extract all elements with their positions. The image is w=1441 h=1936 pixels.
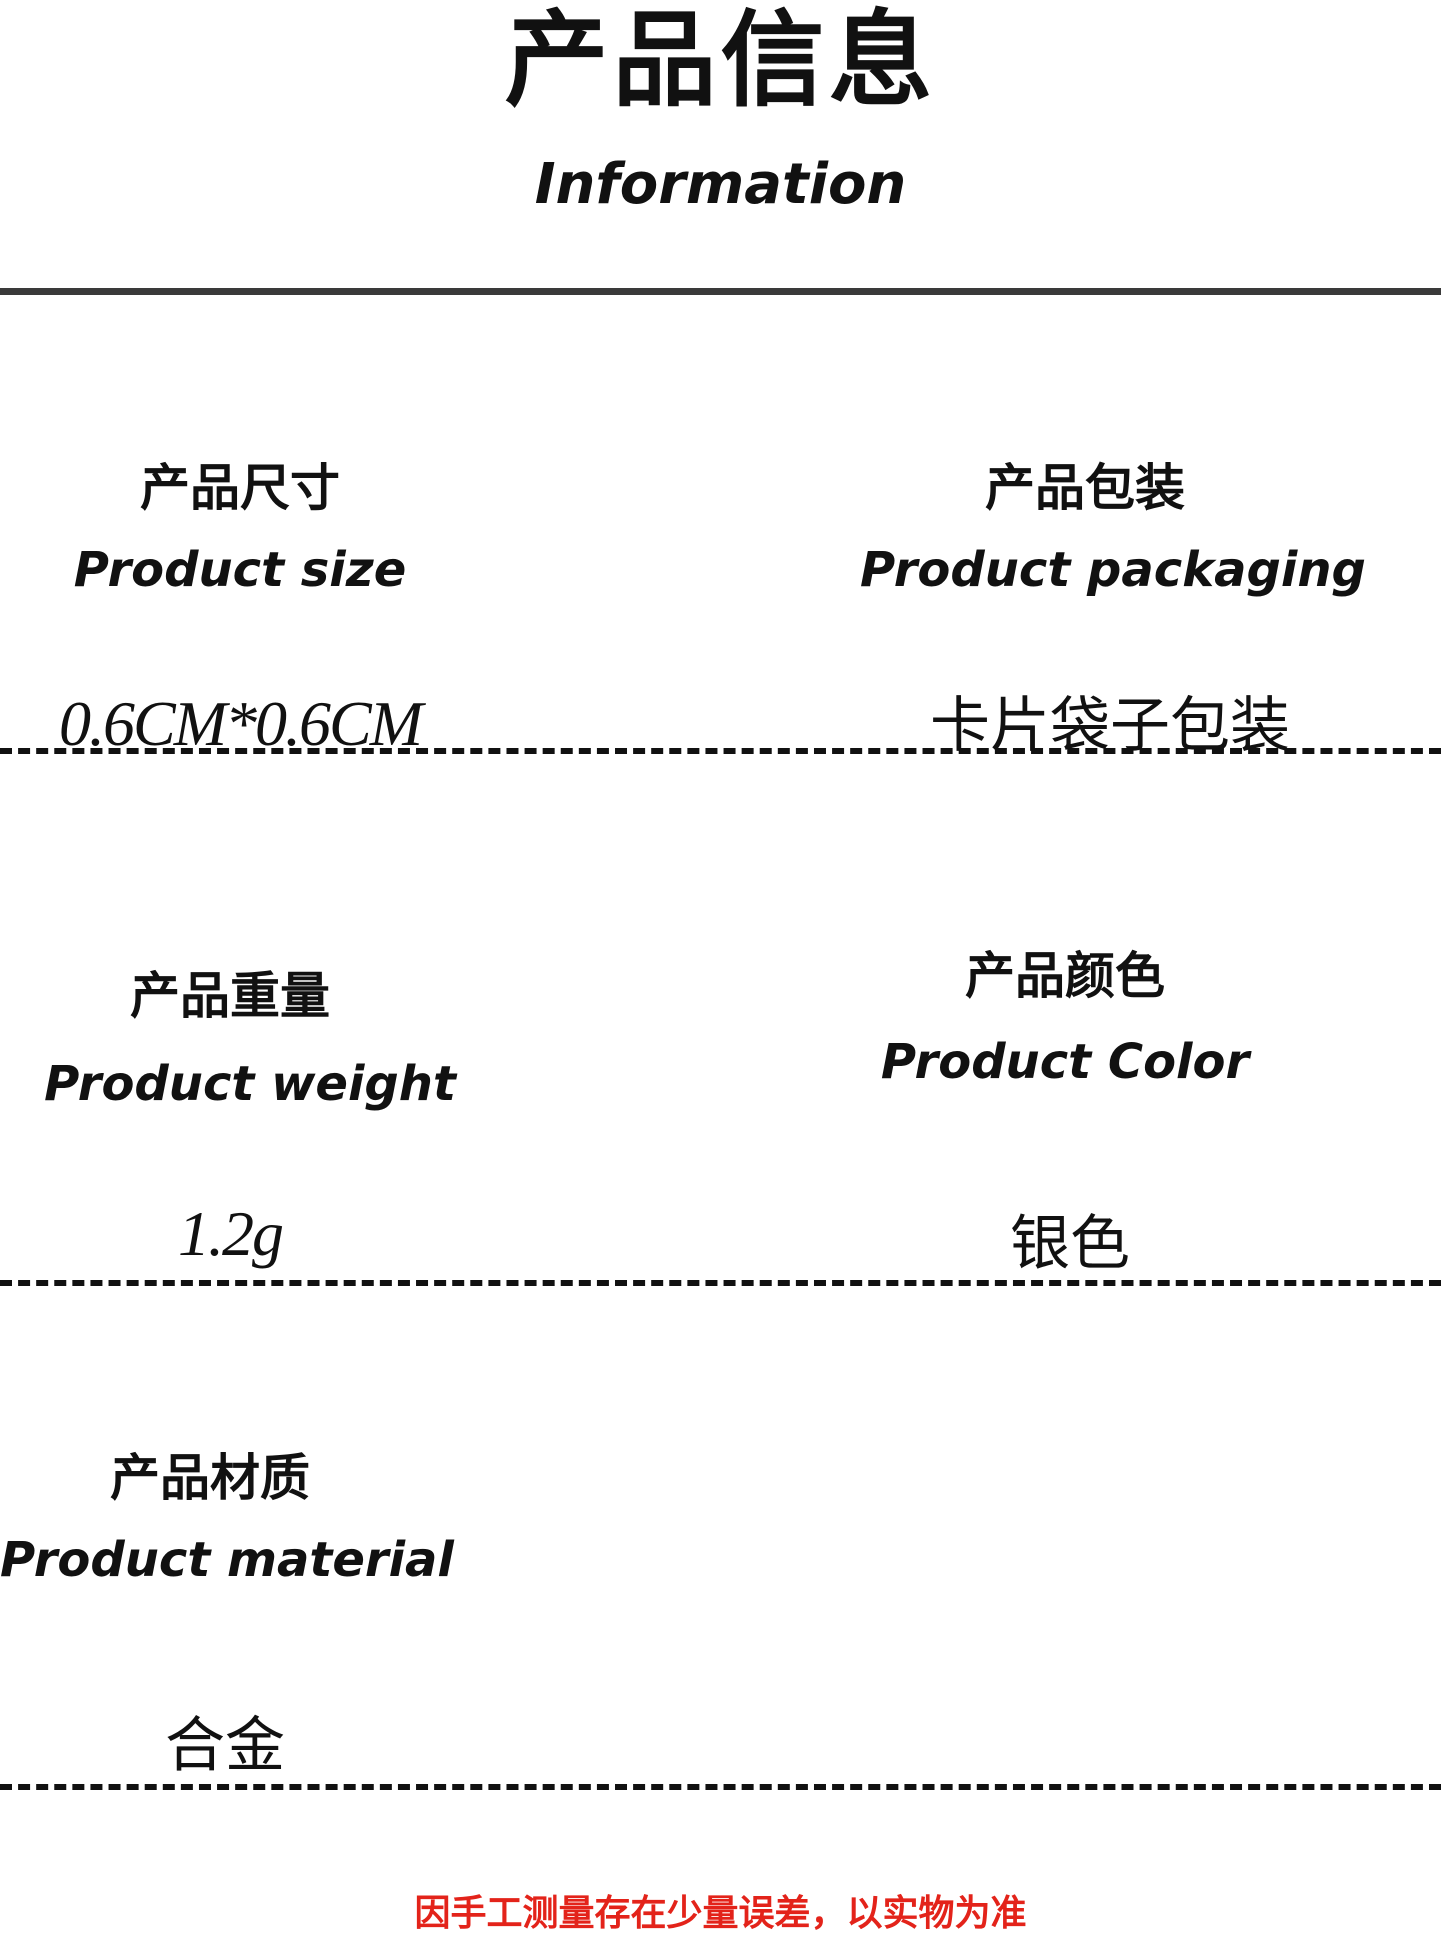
material-label-en: Product material bbox=[0, 1532, 454, 1588]
packaging-label-en: Product packaging bbox=[860, 542, 1366, 598]
weight-value: 1.2g bbox=[178, 1198, 284, 1269]
color-value: 银色 bbox=[1010, 1209, 1130, 1279]
size-value: 0.6CM*0.6CM bbox=[59, 688, 423, 759]
weight-label-en: Product weight bbox=[44, 1056, 456, 1112]
header-divider bbox=[0, 288, 1441, 295]
material-value: 合金 bbox=[165, 1711, 285, 1781]
packaging-label-cn: 产品包装 bbox=[985, 459, 1185, 517]
size-label-cn: 产品尺寸 bbox=[140, 459, 340, 517]
row-divider-3 bbox=[0, 1784, 1441, 1790]
size-label-en: Product size bbox=[73, 542, 407, 598]
measurement-disclaimer: 因手工测量存在少量误差，以实物为准 bbox=[414, 1893, 1027, 1934]
weight-label-cn: 产品重量 bbox=[130, 967, 330, 1025]
material-label-cn: 产品材质 bbox=[110, 1449, 310, 1507]
row-divider-1 bbox=[0, 748, 1441, 754]
color-label-cn: 产品颜色 bbox=[965, 947, 1165, 1005]
page-title: 产品信息 bbox=[504, 0, 937, 121]
row-divider-2 bbox=[0, 1280, 1441, 1286]
color-label-en: Product Color bbox=[880, 1034, 1250, 1090]
page-subtitle: Information bbox=[534, 152, 907, 217]
